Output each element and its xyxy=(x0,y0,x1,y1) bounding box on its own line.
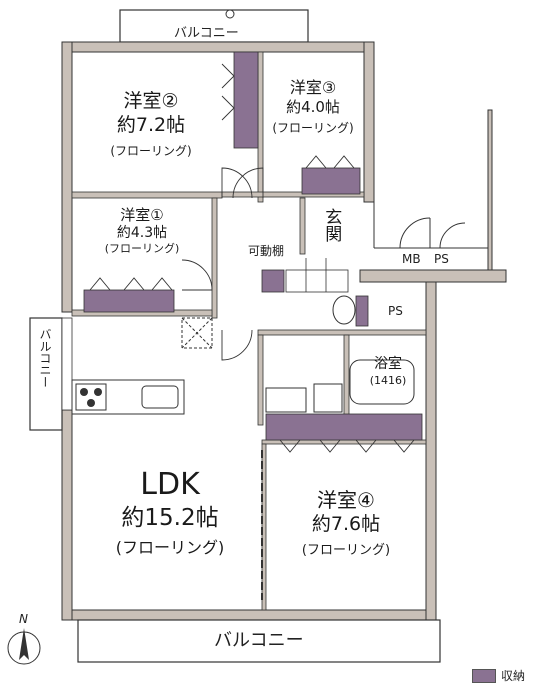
entrance-hall xyxy=(373,202,488,249)
room-ldk: LDK 約15.2帖 (フローリング) xyxy=(84,466,256,558)
ps-label-side: PS xyxy=(388,304,403,318)
bathtub xyxy=(349,359,415,405)
room-name: 洋室④ xyxy=(317,488,375,512)
folding-doors xyxy=(89,63,415,453)
storage-blocks xyxy=(83,51,423,441)
room-name: 浴室 xyxy=(374,356,402,372)
balcony-bottom-label: バルコニー xyxy=(214,630,304,651)
movable-shelf-lines xyxy=(285,258,349,293)
room-size: 約15.2帖 xyxy=(121,504,219,531)
room-western2: 洋室② 約7.2帖 (フローリング) xyxy=(86,90,216,159)
room-size: 約4.3帖 xyxy=(116,224,168,241)
room-name: 玄関 xyxy=(321,208,342,242)
closet-western3 xyxy=(301,167,361,195)
ps-label-top: PS xyxy=(434,252,449,266)
room-western4: 洋室④ 約7.6帖 (フローリング) xyxy=(276,488,416,559)
room-size: 約4.0帖 xyxy=(286,98,340,116)
compass-icon xyxy=(7,628,41,665)
sink xyxy=(141,385,179,409)
fridge-space xyxy=(181,317,213,349)
mb-label: MB xyxy=(402,252,421,266)
closet-western2 xyxy=(233,51,259,149)
room-western3: 洋室③ 約4.0帖 (フローリング) xyxy=(263,78,363,136)
room-floor: (フローリング) xyxy=(104,242,180,256)
washbasin xyxy=(265,387,307,413)
legend: 収納 xyxy=(471,667,525,684)
compass-north-label: N xyxy=(19,612,28,626)
closet-western1 xyxy=(83,289,175,313)
balcony-bottom xyxy=(77,619,441,663)
legend-label: 収納 xyxy=(500,669,525,683)
drain-icon xyxy=(225,9,235,19)
room-name: 洋室② xyxy=(123,90,179,112)
room-floor: (フローリング) xyxy=(110,143,192,158)
shoe-storage xyxy=(261,269,285,293)
room-name: 洋室① xyxy=(120,206,164,224)
room-name: 洋室③ xyxy=(289,78,337,97)
room-western1: 洋室① 約4.3帖 (フローリング) xyxy=(86,206,198,256)
balcony-top-label: バルコニー xyxy=(174,26,239,41)
room-size: 約7.6帖 xyxy=(311,513,381,535)
room-size: 約7.2帖 xyxy=(116,113,186,136)
washer xyxy=(313,383,343,413)
outer-walls xyxy=(61,41,507,621)
room-bath: 浴室 (1416) xyxy=(360,356,416,387)
legend-swatch xyxy=(471,668,496,683)
room-size: (1416) xyxy=(369,373,407,387)
room-name: LDK xyxy=(140,467,200,502)
room-floor: (フローリング) xyxy=(272,120,354,135)
closet-western4 xyxy=(265,413,423,441)
movable-shelf-label: 可動棚 xyxy=(248,244,285,258)
storage-ps-top xyxy=(355,295,369,327)
swing-doors xyxy=(181,167,264,361)
balcony-side-label: バルコニー xyxy=(38,328,52,388)
toilet xyxy=(332,295,356,325)
room-entrance: 玄関 xyxy=(320,208,346,242)
room-floor: (フローリング) xyxy=(301,542,391,558)
room-floor: (フローリング) xyxy=(115,538,225,558)
